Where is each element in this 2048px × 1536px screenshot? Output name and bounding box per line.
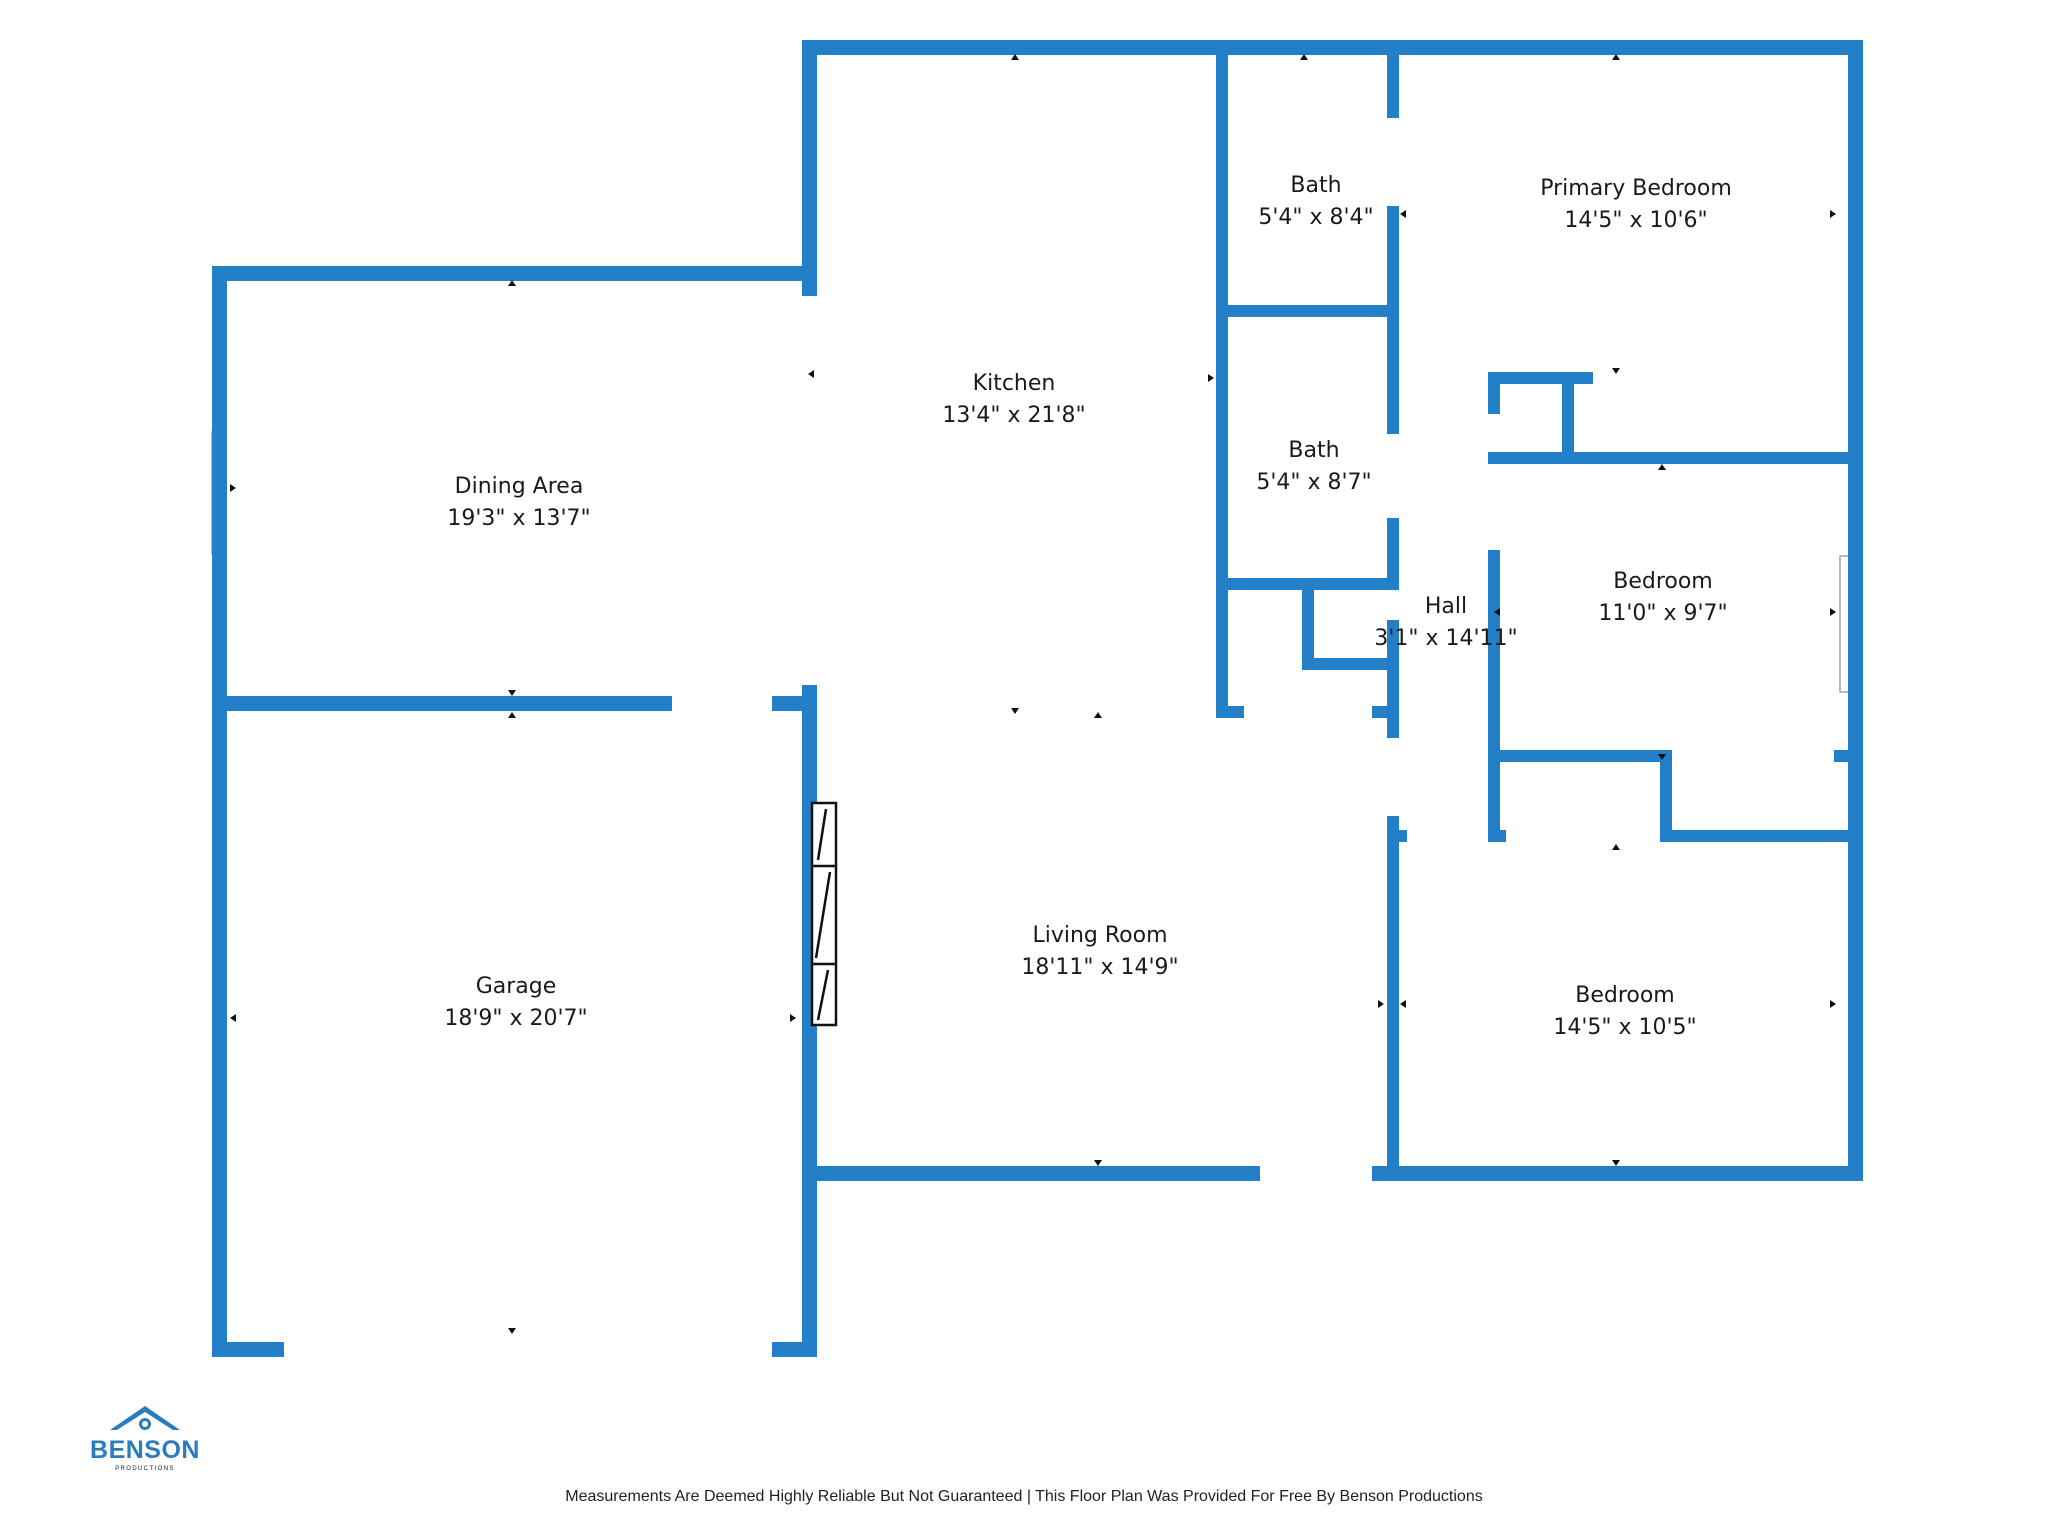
room-name-living: Living Room: [1032, 923, 1167, 948]
marker: [230, 1014, 236, 1022]
footer-disclaimer: Measurements Are Deemed Highly Reliable …: [565, 1488, 1483, 1505]
wall: [1488, 750, 1668, 762]
wall: [1387, 518, 1399, 588]
marker: [1400, 210, 1406, 218]
wall: [1302, 578, 1314, 670]
marker: [1400, 1000, 1406, 1008]
wall: [1488, 550, 1500, 840]
marker: [230, 484, 236, 492]
wall: [212, 696, 672, 711]
marker: [1378, 1000, 1384, 1008]
dimension-markers: [230, 54, 1836, 1334]
marker: [1658, 754, 1666, 760]
marker: [1612, 844, 1620, 850]
wall: [802, 40, 817, 296]
logo-name: BENSON: [90, 1436, 200, 1464]
marker: [1011, 708, 1019, 714]
wall: [212, 1342, 284, 1357]
fireplace: [810, 801, 838, 1027]
room-dims-dining: 19'3" x 13'7": [447, 506, 590, 531]
marker: [808, 370, 814, 378]
wall: [1562, 372, 1574, 464]
wall: [1660, 750, 1672, 842]
marker: [1830, 210, 1836, 218]
room-name-bedroom-low: Bedroom: [1575, 983, 1675, 1008]
wall: [212, 266, 817, 281]
marker: [1612, 1160, 1620, 1166]
room-dims-kitchen: 13'4" x 21'8": [942, 403, 1085, 428]
marker: [790, 1014, 796, 1022]
benson-logo: BENSON PRODUCTIONS: [90, 1406, 200, 1472]
wall: [1387, 830, 1407, 842]
room-name-dining: Dining Area: [455, 474, 584, 499]
wall: [1372, 1166, 1862, 1181]
room-name-bedroom-mid: Bedroom: [1613, 569, 1713, 594]
marker: [508, 690, 516, 696]
marker: [508, 1328, 516, 1334]
room-dims-primary-bedroom: 14'5" x 10'6": [1564, 208, 1707, 233]
marker: [1011, 54, 1019, 60]
marker: [1612, 368, 1620, 374]
house-roof-icon: [110, 1406, 180, 1430]
wall: [1848, 40, 1863, 1181]
room-dims-garage: 18'9" x 20'7": [444, 1006, 587, 1031]
room-name-hall: Hall: [1425, 594, 1467, 619]
wall: [1488, 452, 1863, 464]
marker: [1494, 608, 1500, 616]
marker: [508, 280, 516, 286]
wall: [1216, 305, 1399, 317]
room-dims-living: 18'11" x 14'9": [1021, 955, 1178, 980]
room-name-bath-lower: Bath: [1288, 438, 1339, 463]
wall: [802, 40, 1862, 55]
marker: [1612, 54, 1620, 60]
room-name-kitchen: Kitchen: [973, 371, 1056, 396]
wall: [1216, 706, 1244, 718]
wall: [1216, 40, 1228, 718]
wall: [1660, 830, 1863, 842]
wall: [1834, 750, 1863, 762]
marker: [1094, 712, 1102, 718]
marker: [1094, 1160, 1102, 1166]
marker: [1830, 1000, 1836, 1008]
wall: [1387, 40, 1399, 118]
room-dims-bath-lower: 5'4" x 8'7": [1256, 470, 1371, 495]
wall: [802, 1166, 1260, 1181]
marker: [1658, 464, 1666, 470]
wall: [1302, 658, 1399, 670]
room-name-bath-upper: Bath: [1290, 173, 1341, 198]
walls: [212, 40, 1863, 1357]
room-dims-bedroom-low: 14'5" x 10'5": [1553, 1015, 1696, 1040]
room-dims-bath-upper: 5'4" x 8'4": [1258, 205, 1373, 230]
room-dims-hall: 3'1" x 14'11": [1374, 626, 1517, 651]
wall: [772, 1342, 817, 1357]
logo-tagline: PRODUCTIONS: [115, 1466, 175, 1472]
room-name-primary-bedroom: Primary Bedroom: [1540, 176, 1732, 201]
room-name-garage: Garage: [476, 974, 557, 999]
marker: [508, 712, 516, 718]
wall: [1488, 372, 1593, 384]
marker: [1300, 54, 1308, 60]
room-dims-bedroom-mid: 11'0" x 9'7": [1598, 601, 1727, 626]
marker: [1208, 374, 1214, 382]
room-labels: Kitchen 13'4" x 21'8" Bath 5'4" x 8'4" P…: [444, 173, 1731, 1040]
wall: [212, 266, 227, 1356]
wall: [1387, 206, 1399, 434]
wall: [1387, 816, 1399, 1181]
marker: [1830, 608, 1836, 616]
wall: [1372, 706, 1399, 718]
wall: [1488, 830, 1506, 842]
